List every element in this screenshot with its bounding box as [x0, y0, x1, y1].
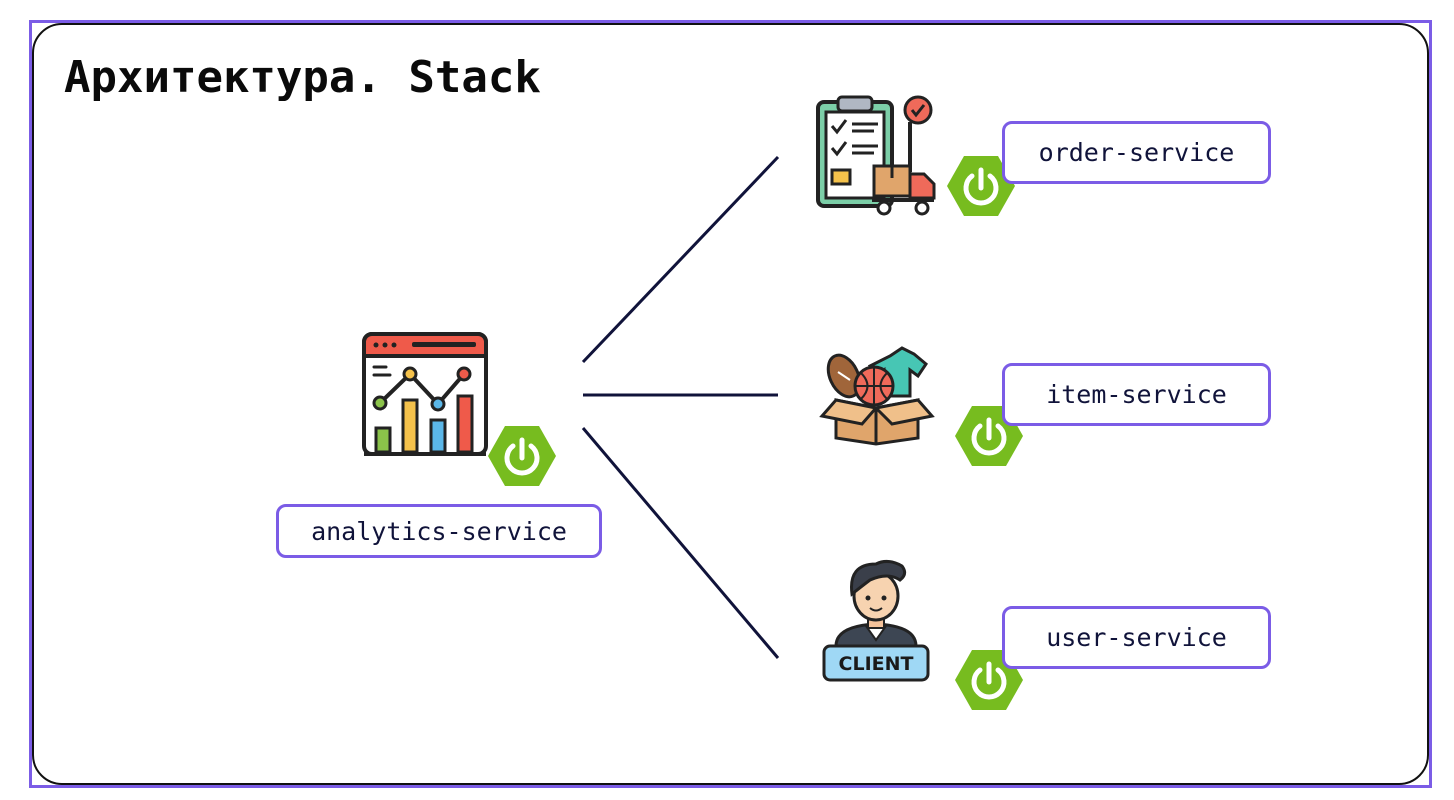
connector-user: [581, 427, 780, 659]
spring-power-icon: [488, 426, 556, 486]
slide-outer-frame: [29, 20, 1432, 788]
user-service-label: user-service: [1002, 606, 1271, 669]
spring-power-icon: [947, 156, 1015, 216]
item-service-label: item-service: [1002, 363, 1271, 426]
analytics-dashboard-icon: [362, 332, 488, 456]
slide-title: Архитектура. Stack: [64, 52, 541, 103]
order-service-label: order-service: [1002, 121, 1271, 184]
client-user-icon: CLIENT: [822, 559, 930, 682]
order-clipboard-delivery-icon: [816, 95, 936, 216]
client-icon-text: CLIENT: [839, 653, 914, 675]
analytics-service-label: analytics-service: [276, 504, 602, 558]
item-box-icon: [819, 346, 935, 446]
connector-order: [581, 155, 780, 364]
